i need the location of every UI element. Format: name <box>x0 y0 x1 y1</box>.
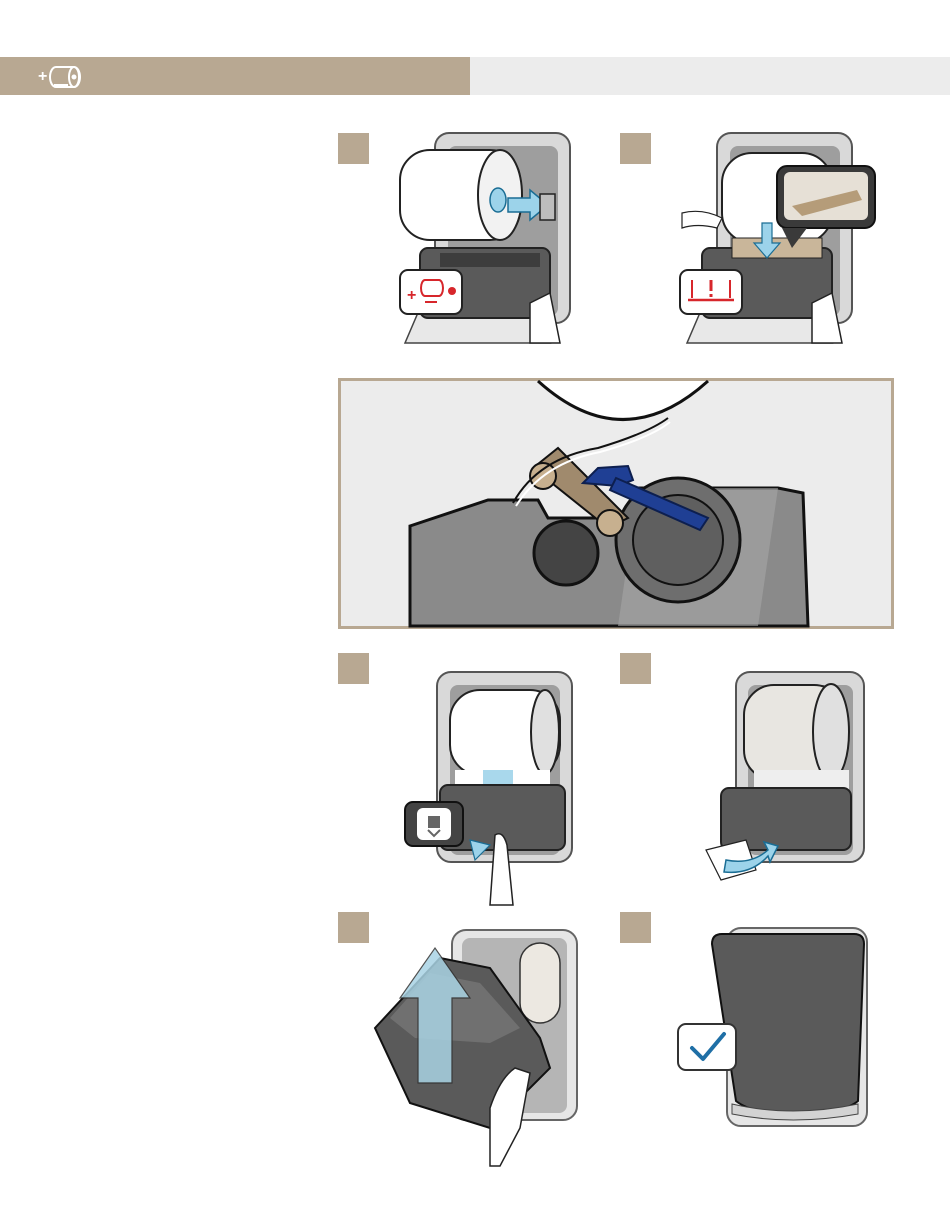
add-roll-icon: + <box>36 61 86 91</box>
step-4-illustration <box>676 670 866 905</box>
step-badge-6 <box>620 912 651 943</box>
step-1-illustration: + <box>380 128 580 348</box>
svg-text:+: + <box>38 68 47 85</box>
add-roll-icon: + <box>400 270 462 314</box>
step-badge-2 <box>620 133 651 164</box>
step-badge-3 <box>338 653 369 684</box>
feed-button-icon <box>405 802 463 846</box>
svg-text:+: + <box>407 287 416 304</box>
step-5-illustration <box>370 928 580 1168</box>
step-2-illustration <box>662 128 882 348</box>
paper-routing-detail <box>338 378 894 629</box>
checkmark-icon <box>678 1024 736 1070</box>
section-header-bar: + <box>0 57 470 95</box>
step-badge-5 <box>338 912 369 943</box>
step-6-illustration <box>672 926 872 1131</box>
step-3-illustration <box>395 670 580 910</box>
section-header-rest <box>470 57 950 95</box>
step-badge-4 <box>620 653 651 684</box>
step-badge-1 <box>338 133 369 164</box>
paper-path-warning-icon <box>680 270 742 314</box>
